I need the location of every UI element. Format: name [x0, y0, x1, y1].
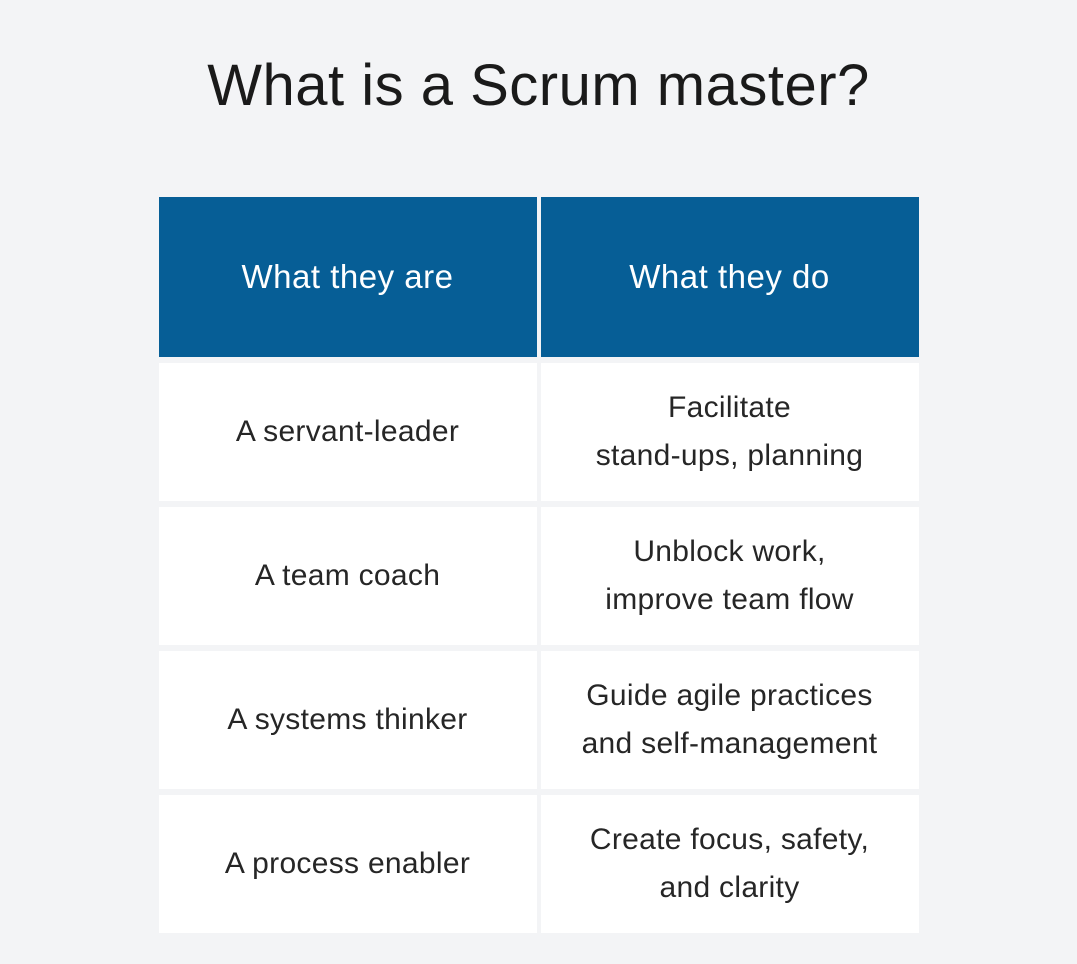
scrum-master-table: What they are What they do A servant-lea…	[158, 197, 919, 933]
cell-what-they-do-row-4: Create focus, safety, and clarity	[540, 795, 919, 933]
cell-what-they-are-row-1: A servant-leader	[158, 363, 537, 501]
cell-what-they-are-row-4: A process enabler	[158, 795, 537, 933]
cell-what-they-do-row-3: Guide agile practices and self-managemen…	[540, 651, 919, 789]
cell-what-they-do-row-1: Facilitate stand-ups, planning	[540, 363, 919, 501]
page-title: What is a Scrum master?	[207, 53, 870, 118]
cell-what-they-do-row-2: Unblock work, improve team flow	[540, 507, 919, 645]
column-header-what-they-do: What they do	[540, 197, 919, 357]
column-header-what-they-are: What they are	[158, 197, 537, 357]
cell-what-they-are-row-2: A team coach	[158, 507, 537, 645]
cell-what-they-are-row-3: A systems thinker	[158, 651, 537, 789]
